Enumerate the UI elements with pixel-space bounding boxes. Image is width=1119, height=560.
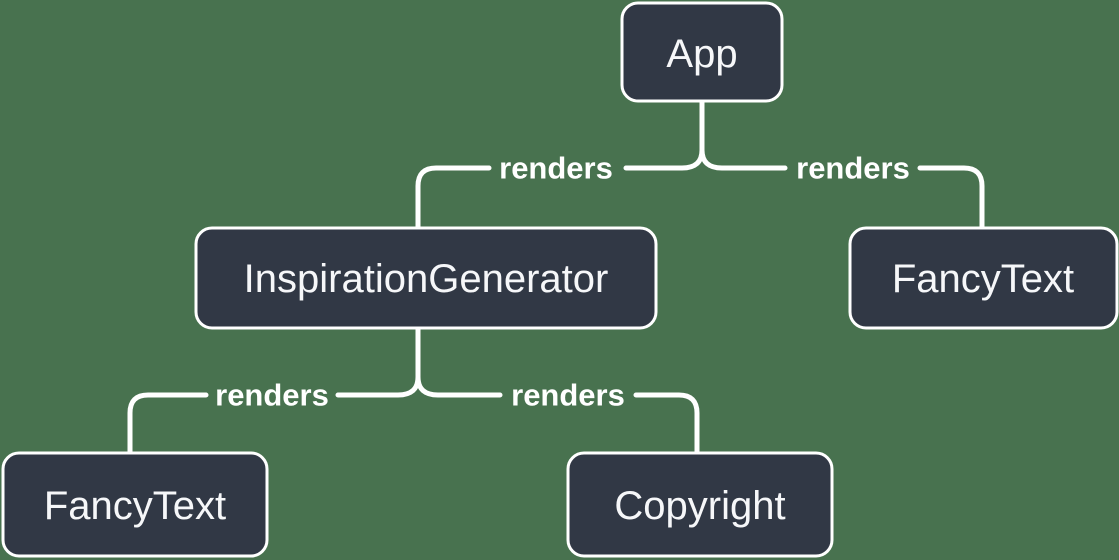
node-box: [620, 1, 784, 103]
edge-line-segment: [917, 165, 985, 231]
edge-inspirationgenerator-to-copyright: renders: [415, 325, 700, 456]
edge-line-segment: [415, 165, 492, 231]
edge-line-segment: [623, 98, 705, 171]
edge-app-to-inspirationgenerator: renders: [415, 98, 705, 231]
node-box: [194, 226, 658, 330]
edge-line-segment: [335, 325, 421, 398]
edge-label-renders: renders: [511, 378, 625, 413]
node-box: [848, 226, 1119, 330]
node-inspiration-generator: InspirationGenerator: [194, 226, 658, 330]
node-app: App: [620, 1, 784, 103]
node-label: Copyright: [614, 484, 785, 528]
edge-app-to-fancytext: renders: [699, 98, 985, 231]
node-box: [1, 451, 269, 558]
edge-line-segment: [127, 392, 209, 456]
node-fancy-text-top-right: FancyText: [848, 226, 1119, 330]
node-label: InspirationGenerator: [244, 257, 609, 301]
edge-line-segment: [699, 98, 788, 171]
node-label: App: [666, 32, 737, 76]
edge-label-renders: renders: [499, 151, 613, 186]
edge-line-segment: [415, 325, 503, 398]
edge-inspirationgenerator-to-fancytext: renders: [127, 325, 421, 456]
edge-label-renders: renders: [215, 378, 329, 413]
node-fancy-text-bottom-left: FancyText: [1, 451, 269, 558]
node-label: FancyText: [892, 257, 1074, 301]
edge-label-renders: renders: [796, 151, 910, 186]
node-label: FancyText: [44, 484, 226, 528]
node-box: [566, 451, 834, 558]
node-copyright: Copyright: [566, 451, 834, 558]
edge-line-segment: [633, 392, 700, 456]
